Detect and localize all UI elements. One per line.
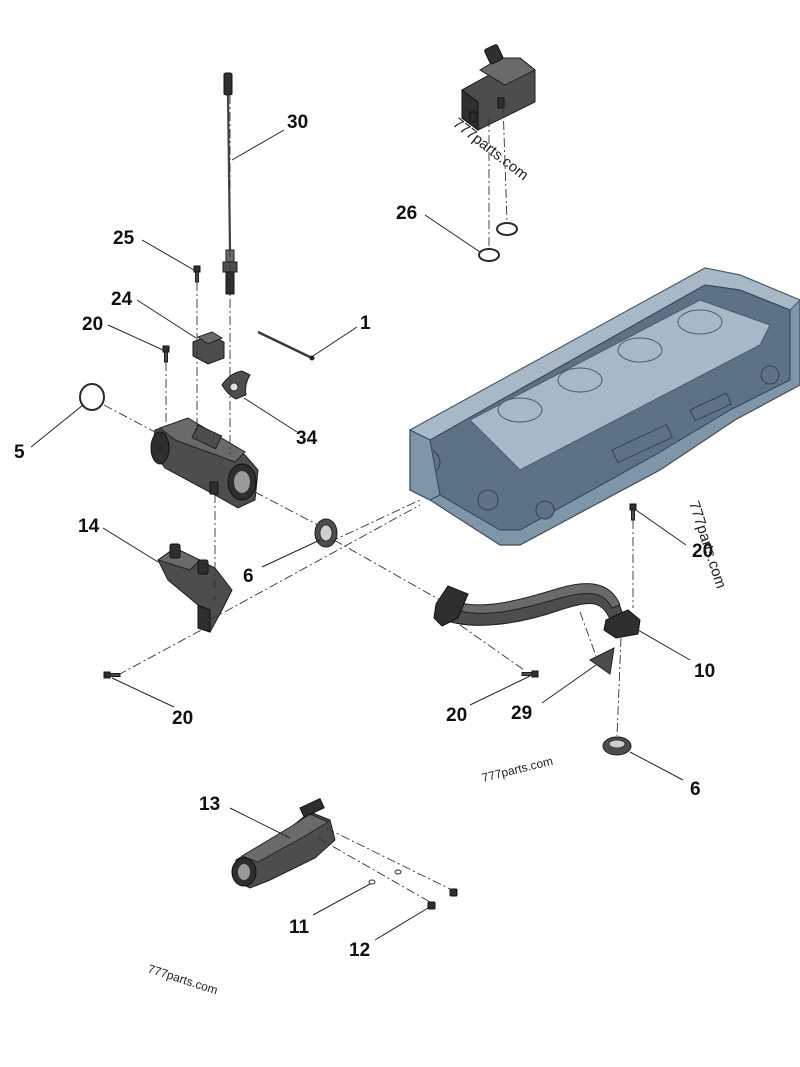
callout-labels: 30 26 25 24 1 20 5 34 14 6 20 10 20 20 2… xyxy=(14,112,715,961)
assembly-lines xyxy=(103,95,634,903)
callout-14: 14 xyxy=(78,516,100,537)
part-6-seal-upper xyxy=(314,518,338,548)
callout-1: 1 xyxy=(360,313,371,334)
callout-10: 10 xyxy=(694,661,715,682)
part-20-bolt-left xyxy=(103,671,121,679)
part-20-bolt-upper xyxy=(162,345,170,363)
part-25-bolt xyxy=(193,265,201,283)
callout-20-left: 20 xyxy=(172,708,193,729)
callout-26: 26 xyxy=(396,203,417,224)
callout-30: 30 xyxy=(287,112,308,133)
part-10-pipe xyxy=(433,583,641,639)
callout-6-upper: 6 xyxy=(243,566,254,587)
part-29-cone xyxy=(589,647,615,675)
watermark-center: 777parts.com xyxy=(480,754,554,785)
part-12-screws xyxy=(427,888,458,910)
part-5-o-ring xyxy=(79,383,105,411)
callout-12: 12 xyxy=(349,940,370,961)
cylinder-head xyxy=(408,267,800,546)
part-24-bracket xyxy=(192,331,225,365)
callout-24: 24 xyxy=(111,289,133,310)
manifold-upper xyxy=(150,417,259,509)
callout-11: 11 xyxy=(289,917,310,938)
part-34-clip xyxy=(221,370,251,400)
part-13-manifold xyxy=(231,798,336,889)
callout-20-right: 20 xyxy=(692,541,713,562)
callout-6-lower: 6 xyxy=(690,779,701,800)
part-6-seal-lower xyxy=(602,736,632,756)
part-20-bolt-center xyxy=(521,670,539,678)
callout-20-upper: 20 xyxy=(82,314,103,335)
watermark-bottom: 777parts.com xyxy=(146,962,219,998)
part-14-bracket xyxy=(156,543,233,633)
watermark-top: 777parts.com xyxy=(450,115,532,184)
leader-lines xyxy=(30,129,691,941)
callout-34: 34 xyxy=(296,428,318,449)
part-1-rod xyxy=(257,330,315,361)
part-26-module xyxy=(461,44,536,131)
part-20-bolt-right xyxy=(629,503,637,521)
callout-13: 13 xyxy=(199,794,220,815)
part-26-seal-rings xyxy=(478,222,518,262)
callout-25: 25 xyxy=(113,228,135,249)
callout-20-center: 20 xyxy=(446,705,467,726)
callout-29: 29 xyxy=(511,703,532,724)
part-11-washers xyxy=(368,869,402,885)
camshaft-bores xyxy=(497,309,723,423)
callout-5: 5 xyxy=(14,442,25,463)
